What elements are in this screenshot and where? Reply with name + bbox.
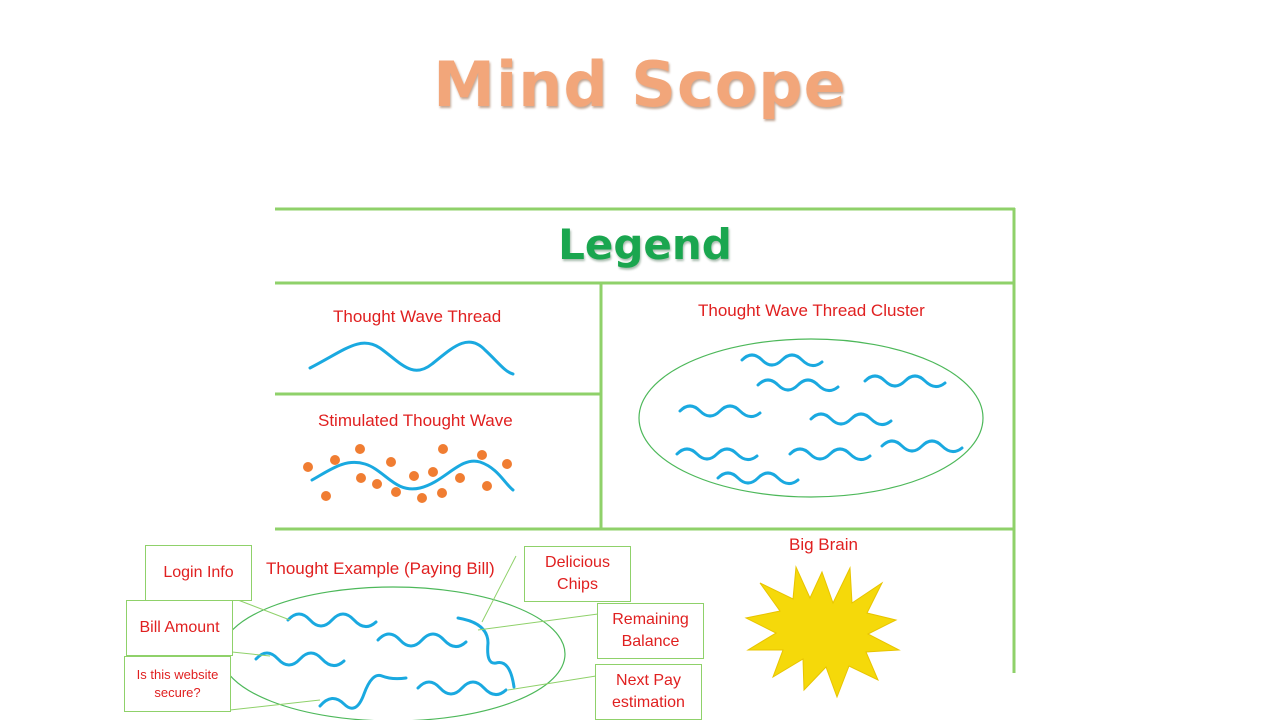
connector-balance [477,613,599,631]
stimulated-wave [310,459,515,492]
stimulus-dot [321,491,331,501]
example-label: Thought Example (Paying Bill) [266,559,495,578]
cluster-wave [716,471,800,485]
stimulus-dot [437,488,447,498]
example-wave [286,612,378,628]
cluster-label: Thought Wave Thread Cluster [698,301,925,320]
stimulus-dot [355,444,365,454]
thread-wave-sample [308,340,515,376]
stimulated-wave-group [303,444,515,503]
callout-login-info: Login Info [145,545,252,601]
example-wave [376,632,468,648]
callout-next-pay: Next Pay estimation [595,664,702,720]
stimulated-label: Stimulated Thought Wave [318,411,513,430]
example-group [220,586,566,720]
legend-heading: Legend [558,220,732,269]
connector-secure [229,699,321,711]
cluster-wave [756,378,840,392]
big-brain-label: Big Brain [789,535,858,554]
cluster-ellipse [638,338,984,498]
stimulus-dot [428,467,438,477]
cluster-wave [809,412,893,426]
connector-bill [231,651,271,657]
cluster-group [638,338,984,498]
connector-login [237,599,291,621]
stimulus-dot [330,455,340,465]
callout-delicious-chips: Delicious Chips [524,546,631,602]
stimulus-dot [356,473,366,483]
stimulus-dot [477,450,487,460]
callout-remaining-balance: Remaining Balance [597,603,704,659]
cluster-wave [788,447,872,461]
stimulus-dot [502,459,512,469]
stimulus-dot [417,493,427,503]
thread-label: Thought Wave Thread [333,307,502,326]
legend-frame [275,207,1016,673]
stimulus-dot [372,479,382,489]
stimulus-dot [391,487,401,497]
example-wave [416,680,508,696]
callout-website-secure: Is this website secure? [124,656,231,712]
cluster-wave [863,374,947,388]
stimulus-dot [482,481,492,491]
example-wave [318,673,408,710]
stimulus-dot [386,457,396,467]
stimulus-dot [303,462,313,472]
cluster-wave [675,447,759,461]
stimulus-dot [409,471,419,481]
example-wave [254,651,346,667]
page-title: Mind Scope [433,48,847,121]
cluster-wave [678,404,762,418]
example-wave [456,616,516,689]
cluster-wave [880,439,964,453]
stimulus-dot [438,444,448,454]
cluster-wave [740,353,824,367]
connector-nextpay [507,675,597,691]
stimulus-dot [455,473,465,483]
big-brain-star [744,565,901,699]
connector-chips [481,555,517,623]
callout-bill-amount: Bill Amount [126,600,233,656]
